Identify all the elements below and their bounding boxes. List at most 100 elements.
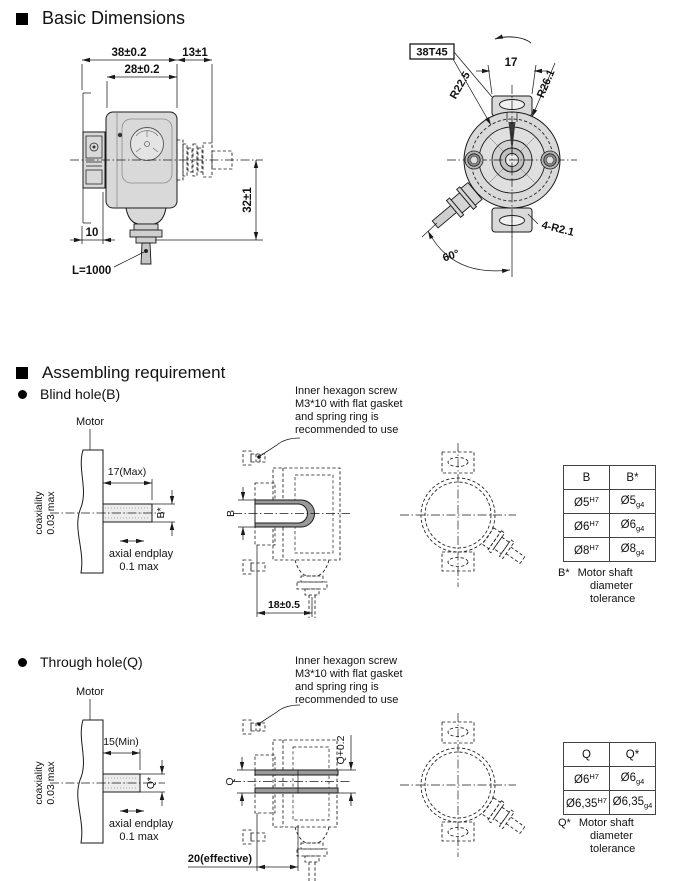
encoder-body [105, 111, 178, 265]
dim-total-width: 38±0.2 [111, 47, 146, 59]
table-cell: Ø6,35g4 [609, 790, 656, 815]
dim-height: 32±1 [242, 187, 254, 213]
through-section-drawing: Q Q+0.2 20(effective) [188, 704, 356, 881]
dim-flange: 10 [86, 227, 99, 239]
table-cell: Ø6H7 [563, 766, 610, 791]
caption-line: tolerance [590, 843, 636, 855]
mounting-screw-left-icon [464, 150, 484, 170]
hex-screw-bottom-icon [242, 559, 266, 575]
endplay-value: 0.1 max [119, 561, 159, 573]
radius-outer-label: R26.1 [535, 68, 558, 100]
dim-tab-width: 17 [505, 57, 518, 69]
table-header-cell: Q [563, 742, 610, 767]
dim-body-width: 28±0.2 [124, 64, 159, 76]
bullet-icon [18, 657, 27, 667]
table-cell: Ø5H7 [563, 489, 610, 514]
table-cell: Ø5g4 [609, 489, 656, 514]
endplay-value: 0.1 max [119, 831, 159, 843]
subsection-title: Through hole(Q) [40, 654, 143, 670]
through-motor-drawing: Motor 15(Min) Q* coaxiality 0.03 max axi… [33, 686, 174, 844]
depth-label: 18±0.5 [268, 599, 300, 611]
height-dimension [155, 160, 263, 241]
mounting-screw-right-icon [540, 150, 560, 170]
through-hole-heading: Through hole(Q) [18, 654, 143, 670]
shaft-length-dimension [103, 479, 153, 500]
note-line: and spring ring is [295, 681, 379, 693]
table-header-cell: B* [609, 465, 656, 490]
radius-outer-leader [531, 62, 556, 118]
cable-gland-hidden [481, 527, 526, 564]
section-square-icon [16, 12, 28, 25]
encoder-side-view-drawing: 38±0.2 13±1 28±0.2 [70, 47, 263, 277]
cable-gland [431, 181, 483, 229]
motor-label: Motor [76, 686, 104, 698]
shaft-dia-dimension [140, 760, 165, 806]
blind-table-caption: B*Motor shaft diameter tolerance [558, 567, 658, 606]
model-callout [409, 43, 493, 98]
hole-dia-dimension [238, 487, 255, 540]
fit-label: Q+0.2 [335, 735, 347, 764]
radius-inner-label: R22.5 [448, 70, 473, 101]
through-table-caption: Q*Motor shaft diameter tolerance [558, 817, 658, 856]
hex-screw-top-icon [242, 450, 266, 466]
cable-length-label: L=1000 [72, 265, 111, 277]
shaft-length-dimension [103, 749, 141, 770]
shaft-length-label: 17(Max) [108, 466, 147, 478]
table-cell: Ø6,35H7 [563, 790, 610, 815]
cable-bellmouth [125, 207, 167, 225]
assembling-heading: Assembling requirement [16, 363, 225, 383]
section-title: Assembling requirement [42, 363, 226, 382]
angle-dimension [421, 217, 513, 277]
coaxiality-label: coaxiality [33, 761, 45, 805]
encoder-hidden-outline [254, 739, 338, 828]
blind-hole-table: B B* Ø5H7 Ø5g4 Ø6H7 Ø6g4 Ø8H7 Ø8g4 [563, 465, 656, 562]
dimension-lines [81, 57, 213, 143]
cable-gland-hidden [481, 797, 526, 834]
hole-label: B [225, 510, 237, 517]
table-cell: Ø6g4 [609, 766, 656, 791]
bullet-icon [18, 389, 27, 399]
basic-dimensions-heading: Basic Dimensions [16, 8, 185, 29]
table-cell: Ø6g4 [609, 513, 656, 538]
model-label: 38T45 [416, 47, 447, 59]
through-hole-table: Q Q* Ø6H7 Ø6g4 Ø6,35H7 Ø6,35g4 [563, 742, 656, 815]
table-cell: Ø8g4 [609, 537, 656, 562]
note-line: M3*10 with flat gasket [295, 398, 403, 410]
depth-dimension [256, 545, 313, 617]
shaft-length-label: 15(Min) [103, 736, 139, 748]
corner-radius-leader [527, 213, 539, 225]
note-line: recommended to use [295, 424, 399, 436]
cable [140, 242, 152, 265]
blind-motor-drawing: Motor 17(Max) B* coaxiality 0.03 max axi… [33, 416, 175, 574]
dim-shaft-width: 13±1 [182, 47, 208, 59]
cable-length-leader [113, 251, 145, 268]
note-line: M3*10 with flat gasket [295, 668, 403, 680]
endplay-label: axial endplay [109, 818, 174, 830]
section-title: Basic Dimensions [42, 8, 186, 28]
logo-badge-icon [130, 127, 164, 161]
connector-hidden [294, 826, 330, 881]
hole-dia-dimension [237, 757, 255, 806]
blind-rear-view-drawing [400, 443, 526, 587]
body-screw-dot [117, 132, 123, 138]
through-rear-view-drawing [400, 713, 526, 857]
encoder-front-body [447, 85, 577, 240]
fit-dimension [338, 735, 356, 806]
note-leader [259, 437, 301, 457]
flange-offset-dimension [70, 192, 115, 244]
note-leader [259, 704, 301, 724]
table-header-cell: Q* [609, 742, 656, 767]
effective-dimension [188, 813, 299, 871]
flange-bracket [82, 92, 106, 224]
corner-radius-label: 4-R2.1 [540, 219, 575, 239]
table-header-cell: B [563, 465, 610, 490]
blind-hole-heading: Blind hole(B) [18, 386, 120, 402]
coaxiality-value: 0.03 max [45, 491, 57, 535]
hole-label: Q [224, 777, 236, 785]
blind-note: Inner hexagon screw M3*10 with flat gask… [295, 385, 403, 437]
table-cell: Ø8H7 [563, 537, 610, 562]
note-line: and spring ring is [295, 411, 379, 423]
caption-line: Q*Motor shaft [558, 817, 634, 829]
caption-line: B*Motor shaft [558, 567, 633, 579]
